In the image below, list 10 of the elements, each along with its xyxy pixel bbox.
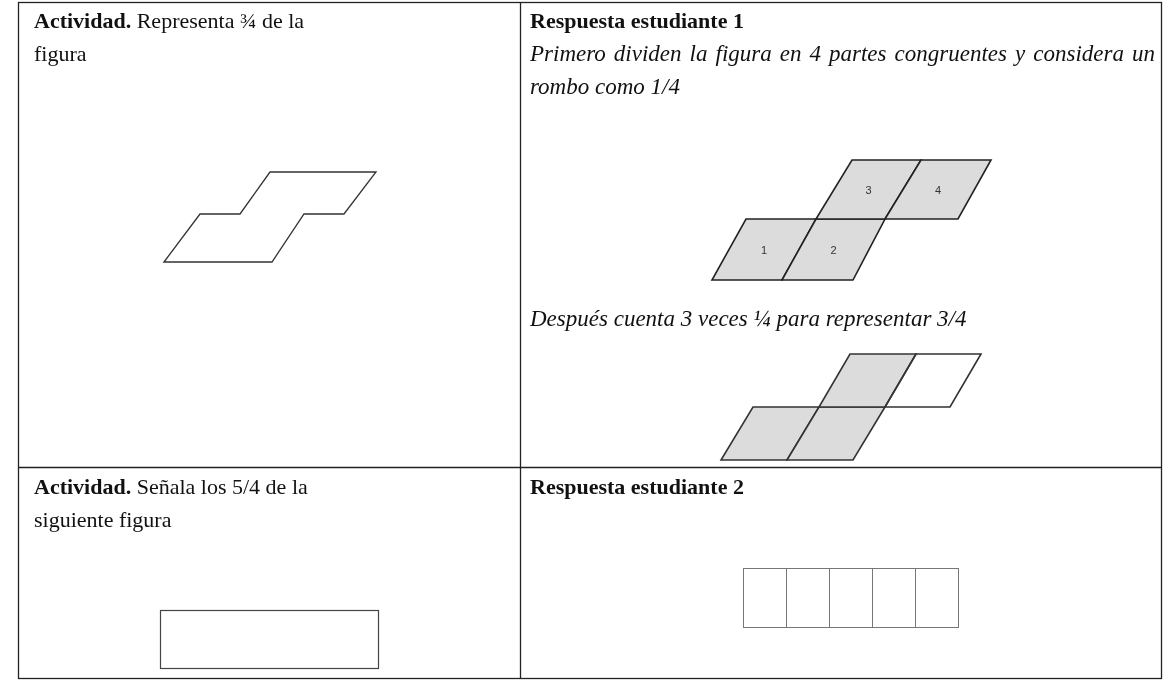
part-number: 3 — [865, 183, 872, 196]
activity-text: Actividad. Representa ¾ de la figura — [34, 7, 306, 68]
part-number: 1 — [760, 243, 768, 256]
part-number: 2 — [830, 243, 837, 256]
answer-heading: Respuesta estudiante 1 — [530, 7, 745, 35]
part-number: 4 — [934, 183, 942, 196]
activity-text: Actividad. Señala los 5/4 de la siguiente figura — [34, 473, 309, 534]
answer-text: Después cuenta 3 veces ¼ para representar 3/4 — [530, 305, 968, 333]
answer-heading: Respuesta estudiante 2 — [530, 473, 745, 501]
answer-text: Primero dividen la figura en 4 partes congruentes y considera un rombo como 1/4 — [530, 40, 1155, 101]
